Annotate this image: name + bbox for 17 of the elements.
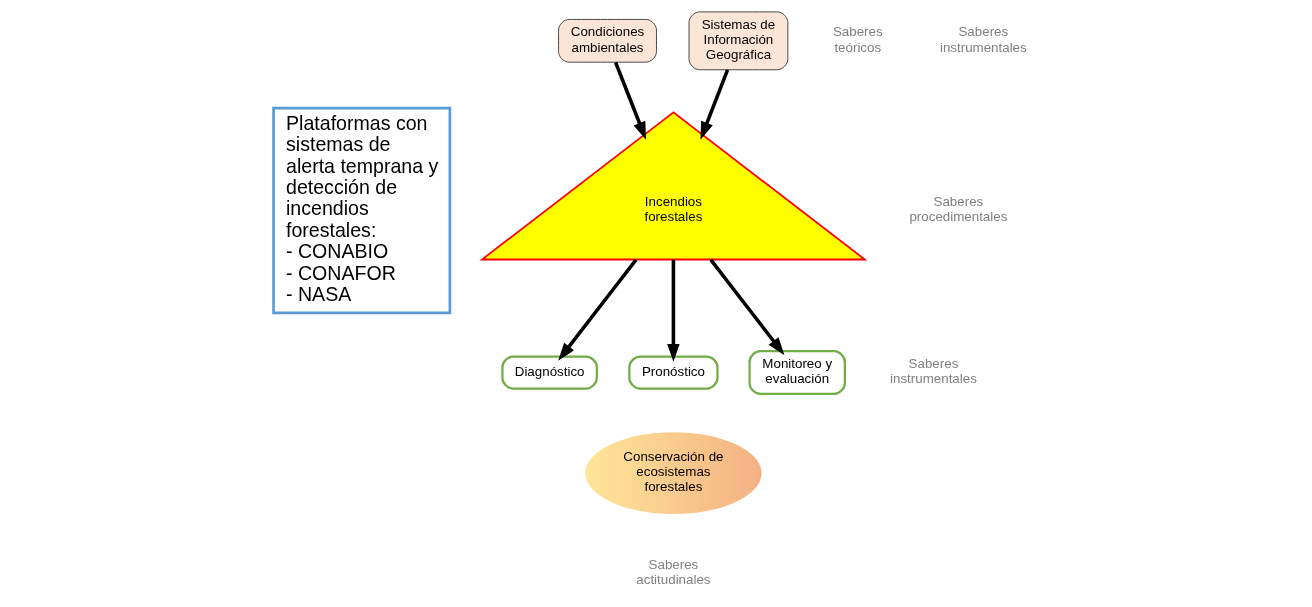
node-box: Condiciones ambientales <box>557 19 657 63</box>
arrow <box>666 259 680 362</box>
node-box: Plataformas con sistemas de alerta temprana y detección de incendios forestales: - CONABIO - CONAFOR - NASA <box>271 106 451 315</box>
arrow <box>709 258 784 356</box>
label: Saberes actitudinales <box>635 557 711 588</box>
arrow <box>613 61 646 140</box>
label: Saberes instrumentales <box>889 356 977 387</box>
node-box: Diagnóstico <box>500 355 598 390</box>
node-ellipse: Conservación de ecosistemas forestales <box>584 432 762 515</box>
label: Saberes teóricos <box>832 24 883 55</box>
arrow <box>557 258 637 361</box>
arrow <box>700 69 729 140</box>
node-box: Sistemas de Información Geográfica <box>688 11 788 71</box>
label: Saberes instrumentales <box>939 24 1027 55</box>
node-box: Monitoreo y evaluación <box>747 350 846 396</box>
label: Saberes procedimentales <box>908 194 1007 225</box>
node-box: Pronóstico <box>627 355 719 390</box>
